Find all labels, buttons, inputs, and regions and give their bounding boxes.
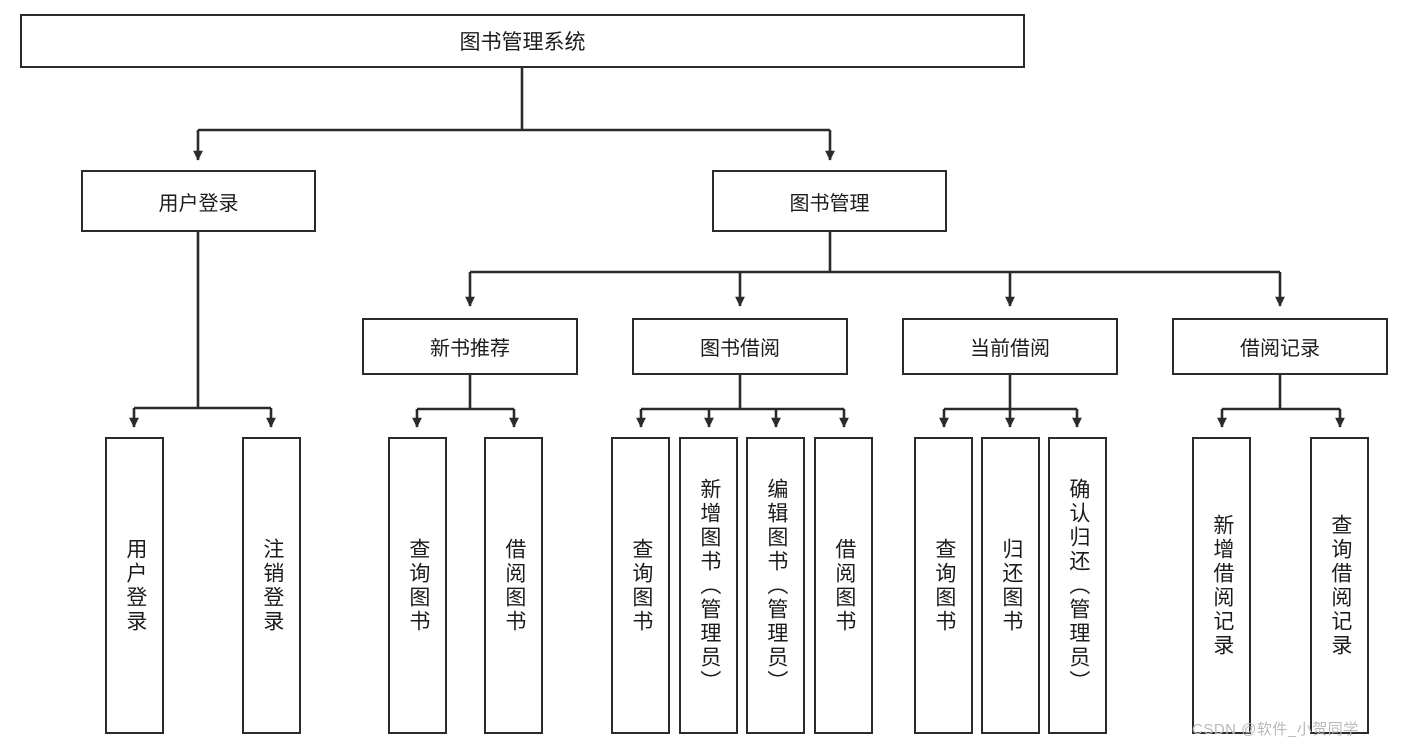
node-book-borrow[interactable]: 图书借阅 bbox=[632, 318, 848, 375]
node-label: 查询图书 bbox=[932, 537, 956, 634]
node-leaf-edit-book[interactable]: 编辑图书（管理员） bbox=[746, 437, 805, 734]
node-label: 归还图书 bbox=[999, 537, 1023, 634]
node-label: 图书借阅 bbox=[700, 338, 780, 360]
node-label: 查询图书 bbox=[406, 537, 430, 634]
node-leaf-add-book[interactable]: 新增图书（管理员） bbox=[679, 437, 738, 734]
node-leaf-query-record[interactable]: 查询借阅记录 bbox=[1310, 437, 1369, 734]
node-label: 用户登录 bbox=[123, 537, 147, 634]
node-label: 用户登录 bbox=[158, 192, 239, 215]
node-leaf-logout-login[interactable]: 注销登录 bbox=[242, 437, 301, 734]
watermark: CSDN @软件_小贺同学 bbox=[1192, 721, 1359, 738]
node-label: 图书管理 bbox=[789, 192, 870, 215]
node-label: 借阅图书 bbox=[502, 537, 526, 634]
node-user-login[interactable]: 用户登录 bbox=[81, 170, 316, 232]
node-leaf-add-record[interactable]: 新增借阅记录 bbox=[1192, 437, 1251, 734]
node-book-manage[interactable]: 图书管理 bbox=[712, 170, 947, 232]
node-label: 确认归还（管理员） bbox=[1066, 477, 1090, 694]
node-leaf-return-book[interactable]: 归还图书 bbox=[981, 437, 1040, 734]
node-label: 注销登录 bbox=[260, 537, 284, 634]
node-leaf-borrow-book-2[interactable]: 借阅图书 bbox=[814, 437, 873, 734]
node-label: 新书推荐 bbox=[430, 338, 510, 360]
node-book-management-system[interactable]: 图书管理系统 bbox=[20, 14, 1025, 68]
node-label: 查询借阅记录 bbox=[1328, 513, 1352, 658]
node-borrow-record[interactable]: 借阅记录 bbox=[1172, 318, 1388, 375]
node-label: 图书管理系统 bbox=[459, 31, 586, 54]
node-label: 借阅记录 bbox=[1240, 338, 1320, 360]
node-label: 借阅图书 bbox=[832, 537, 856, 634]
node-leaf-query-book-2[interactable]: 查询图书 bbox=[611, 437, 670, 734]
node-label: 新增图书（管理员） bbox=[697, 477, 721, 694]
node-leaf-query-book-3[interactable]: 查询图书 bbox=[914, 437, 973, 734]
node-leaf-confirm-return[interactable]: 确认归还（管理员） bbox=[1048, 437, 1107, 734]
node-label: 查询图书 bbox=[629, 537, 653, 634]
node-label: 编辑图书（管理员） bbox=[764, 477, 788, 694]
node-new-book-recommend[interactable]: 新书推荐 bbox=[362, 318, 578, 375]
node-leaf-borrow-book-1[interactable]: 借阅图书 bbox=[484, 437, 543, 734]
node-leaf-user-login[interactable]: 用户登录 bbox=[105, 437, 164, 734]
node-label: 当前借阅 bbox=[970, 338, 1050, 360]
node-label: 新增借阅记录 bbox=[1210, 513, 1234, 658]
node-leaf-query-book-1[interactable]: 查询图书 bbox=[388, 437, 447, 734]
node-current-borrow[interactable]: 当前借阅 bbox=[902, 318, 1118, 375]
